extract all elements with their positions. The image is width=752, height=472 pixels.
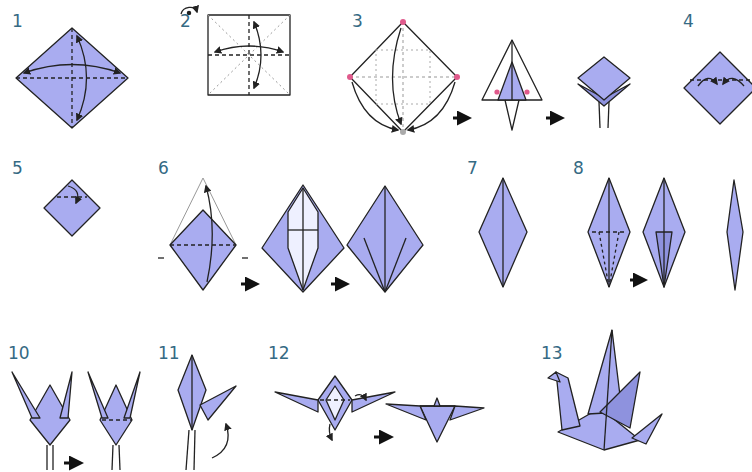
step-number: 4 <box>683 11 694 31</box>
step-number: 8 <box>573 158 584 178</box>
step-6-figure <box>158 178 423 292</box>
step-7-figure <box>479 178 527 287</box>
step-2-figure <box>181 7 290 95</box>
step-13-figure <box>548 330 662 450</box>
step-number: 2 <box>180 11 191 31</box>
step-number: 13 <box>541 343 563 363</box>
step-number: 12 <box>268 343 290 363</box>
step-10-figure <box>12 372 140 470</box>
step-4-figure <box>684 52 752 124</box>
step-number: 5 <box>12 158 23 178</box>
step-3-figure <box>347 19 630 135</box>
step-number: 7 <box>467 158 478 178</box>
step-11-figure <box>178 355 236 470</box>
step-8-figure <box>588 178 743 290</box>
step-1-figure <box>16 28 128 128</box>
step-12-figure <box>275 376 484 442</box>
step-number: 6 <box>158 158 169 178</box>
step-number: 1 <box>12 11 23 31</box>
step-number: 10 <box>8 343 30 363</box>
step-5-figure <box>44 180 100 236</box>
step-number: 11 <box>158 343 180 363</box>
step-number: 3 <box>352 11 363 31</box>
